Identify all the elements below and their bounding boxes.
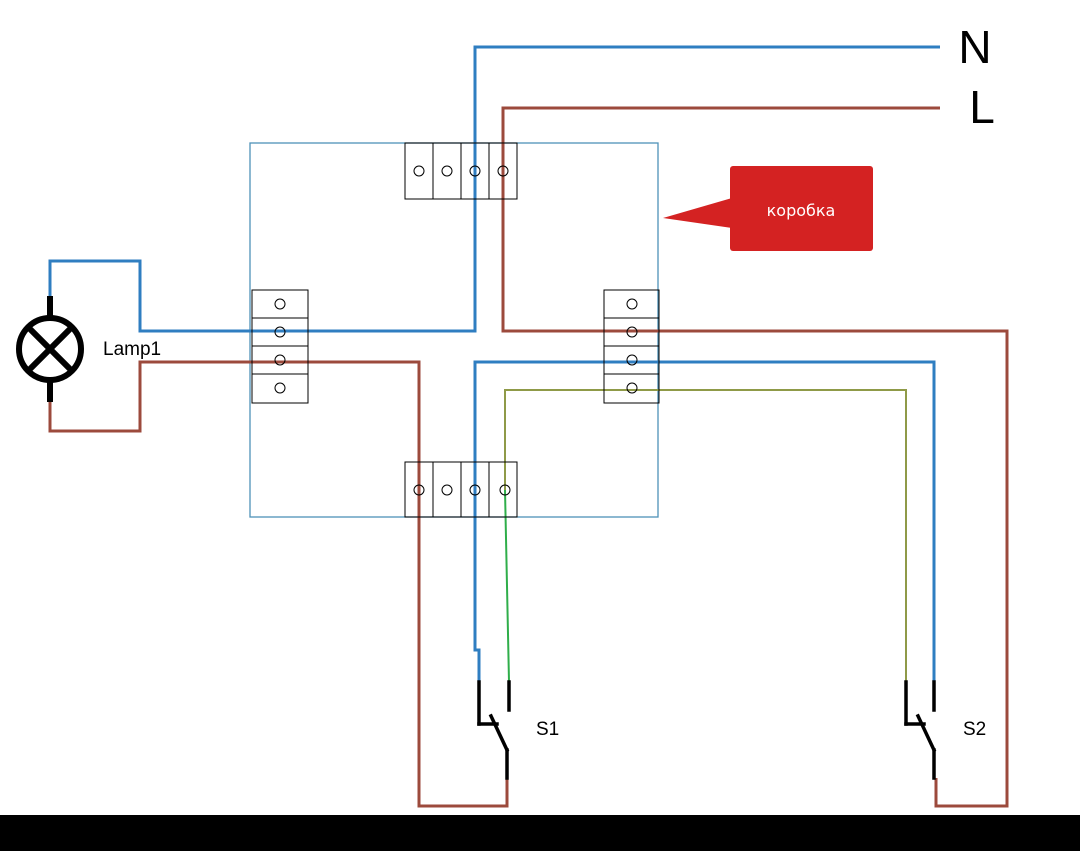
neutral-label: N	[958, 21, 991, 73]
traveler-wire-olive	[504, 389, 907, 682]
terminal-block-right	[603, 289, 660, 404]
switch-s2-label: S2	[963, 719, 986, 740]
lamp-icon	[16, 296, 84, 402]
switch-s2-icon	[904, 680, 937, 780]
neutral-supply-wire	[48, 45, 940, 333]
line-supply-wire	[501, 106, 1009, 808]
lamp-return-wire	[48, 360, 509, 808]
terminal-block-bottom	[404, 461, 518, 518]
line-label: L	[969, 81, 995, 133]
traveler-wire-blue	[473, 360, 936, 682]
terminal-block-top	[404, 142, 518, 200]
box-callout: коробка	[663, 166, 873, 251]
switch-s1-icon	[477, 680, 511, 780]
bottom-black-bar	[0, 815, 1080, 851]
traveler-wire-green	[504, 489, 510, 683]
box-callout-label: коробка	[767, 201, 836, 220]
terminal-block-left	[251, 289, 309, 404]
lamp-label: Lamp1	[103, 339, 161, 360]
switch-s1-label: S1	[536, 719, 559, 740]
wires	[48, 45, 1009, 808]
